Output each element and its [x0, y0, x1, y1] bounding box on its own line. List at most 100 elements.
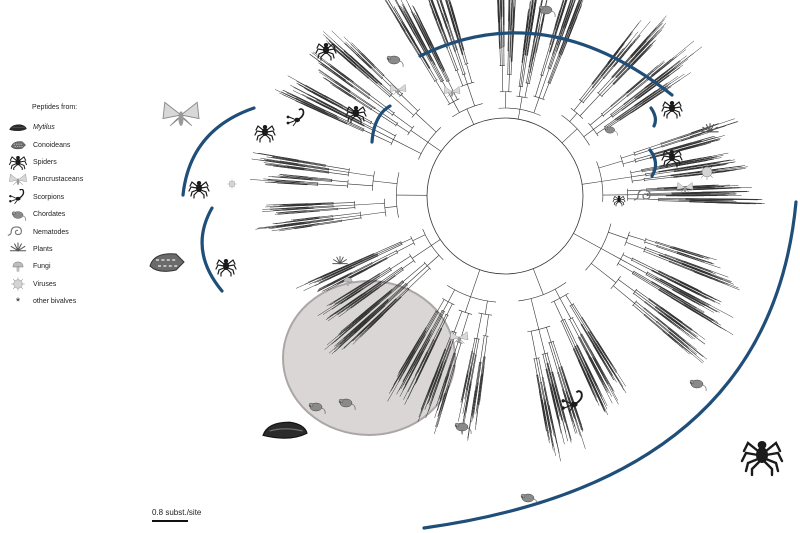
tree-branch	[601, 105, 612, 115]
tree-branch	[327, 305, 350, 322]
tree-branch	[660, 163, 677, 168]
tree-branch	[570, 414, 573, 422]
tree-branch	[464, 63, 469, 65]
tree-branch	[632, 304, 645, 315]
tree-branch	[442, 6, 449, 24]
tree-branch	[477, 362, 482, 383]
tree-branch	[339, 110, 360, 122]
tree-branch	[305, 84, 321, 94]
tree-branch	[689, 255, 715, 265]
tree-branch	[659, 254, 685, 265]
tree-branch	[365, 281, 382, 293]
tree-branch	[554, 289, 561, 299]
tree-branch	[304, 181, 318, 184]
tree-branch	[660, 278, 689, 294]
tree-branch	[358, 51, 376, 69]
tree-branch	[304, 166, 329, 171]
tree-branch	[345, 43, 362, 59]
tree-branch	[584, 363, 594, 381]
tree-branch	[427, 255, 440, 267]
spider-icon	[254, 124, 276, 143]
tree-branch	[591, 83, 594, 85]
tree-branch	[470, 354, 476, 383]
tree-branch	[583, 129, 594, 137]
tree-branch	[317, 60, 334, 73]
tree-branch	[446, 4, 456, 33]
tree-branch	[264, 160, 278, 163]
tree-branch	[661, 307, 683, 323]
tree-branch	[635, 157, 651, 162]
tree-branch	[450, 7, 456, 22]
tree-branch	[425, 47, 436, 65]
tree-branch	[462, 73, 466, 76]
tree-branch	[319, 215, 333, 218]
tree-branch	[393, 371, 402, 386]
tree-branch	[362, 67, 374, 79]
tree-branch	[432, 374, 442, 400]
tree-branch	[263, 159, 288, 164]
tree-branch	[546, 368, 552, 385]
tree-branch	[355, 98, 372, 110]
tree-branch	[556, 28, 566, 52]
tree-branch	[696, 290, 707, 296]
tree-branch	[658, 270, 672, 277]
tree-branch	[373, 241, 402, 255]
spider-icon	[188, 180, 210, 199]
tree-branch	[273, 165, 293, 169]
tree-branch	[599, 369, 606, 382]
tree-branch	[433, 365, 443, 387]
tree-branch	[570, 107, 584, 119]
tree-branch	[295, 175, 308, 178]
tree-branch	[361, 53, 374, 66]
tree-branch	[260, 157, 278, 161]
tree-branch	[569, 112, 578, 122]
tree-branch	[373, 76, 383, 85]
tree-branch	[619, 119, 621, 121]
tree-branch	[365, 300, 379, 312]
tree-branch	[383, 198, 387, 217]
tree-branch	[324, 267, 352, 281]
tree-branch	[468, 369, 472, 382]
tree-branch	[548, 342, 559, 373]
tree-branch	[548, 427, 554, 451]
tree-branch	[612, 369, 620, 382]
tree-branch	[466, 108, 475, 125]
tree-branch	[273, 204, 292, 206]
tree-branch	[454, 69, 459, 72]
tree-branch	[316, 98, 338, 110]
tree-branch	[634, 291, 656, 308]
tree-branch	[407, 372, 418, 393]
tree-branch	[266, 159, 276, 162]
tree-branch	[592, 75, 602, 88]
tree-branch	[511, 49, 513, 62]
tree-branch	[449, 346, 452, 348]
tree-branch	[670, 172, 696, 177]
tree-branch	[517, 109, 521, 120]
tree-branch	[658, 271, 681, 283]
tree-branch	[399, 378, 410, 397]
tree-branch	[643, 250, 670, 262]
tree-branch	[408, 349, 421, 372]
tree-branch	[656, 246, 678, 254]
arc-small-right-1	[649, 106, 658, 128]
tree-branch	[597, 396, 605, 412]
tree-branch	[337, 75, 353, 87]
spider-icon	[612, 195, 626, 207]
tree-branch	[601, 354, 606, 361]
tree-branch	[354, 290, 373, 304]
tree-branch	[374, 67, 376, 69]
tree-branch	[325, 110, 337, 117]
tree-branch	[549, 54, 562, 84]
spider-icon	[315, 42, 337, 61]
tree-branch	[332, 282, 340, 286]
tree-branch	[419, 24, 427, 37]
tree-branch	[573, 100, 582, 111]
tree-branch	[349, 293, 367, 306]
tree-branch	[612, 55, 632, 78]
tree-branch	[386, 0, 391, 8]
tree-branch	[571, 304, 589, 332]
tree-branch	[292, 94, 313, 106]
tree-branch	[673, 142, 700, 150]
tree-branch	[552, 424, 557, 444]
tree-branch	[605, 379, 618, 401]
